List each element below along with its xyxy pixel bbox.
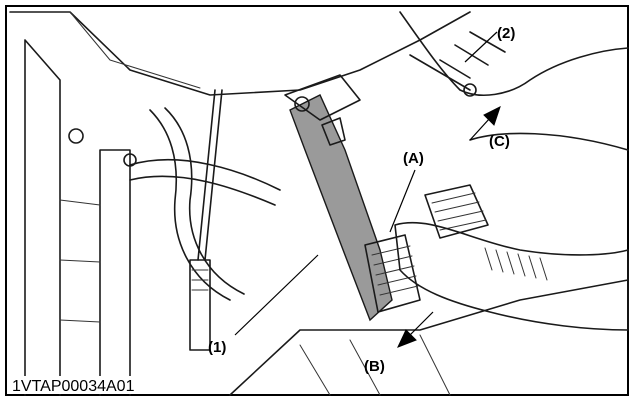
pedal-pad-right bbox=[424, 184, 489, 239]
pedal-pad-left bbox=[364, 234, 421, 313]
arrow-c-shaft bbox=[469, 117, 491, 141]
operator-shoe bbox=[394, 221, 629, 331]
callout-c: (C) bbox=[489, 133, 510, 150]
callout-1: (1) bbox=[208, 339, 226, 356]
floor-mat bbox=[229, 279, 629, 396]
callout-2: (2) bbox=[497, 25, 515, 42]
figure-border bbox=[5, 5, 629, 396]
pivot-bolt bbox=[294, 96, 310, 112]
pedal-arm bbox=[289, 94, 393, 322]
arrow-b-shaft bbox=[409, 311, 434, 336]
callout-a: (A) bbox=[403, 150, 424, 167]
control-rod bbox=[197, 89, 216, 261]
pipe bbox=[129, 158, 281, 191]
callout-b: (B) bbox=[364, 358, 385, 375]
leader-2 bbox=[464, 31, 498, 63]
tool-lever bbox=[409, 54, 471, 91]
hose bbox=[149, 109, 231, 301]
bolt bbox=[123, 153, 137, 167]
pedal-mount-bracket bbox=[284, 74, 361, 121]
latch bbox=[321, 117, 346, 146]
leader-1 bbox=[234, 254, 319, 336]
arrow-b-head bbox=[397, 329, 417, 348]
hand bbox=[399, 11, 629, 96]
shoe-laces bbox=[484, 247, 548, 281]
bolt bbox=[68, 128, 84, 144]
figure-code-bg bbox=[8, 376, 168, 394]
leader-a bbox=[389, 169, 416, 233]
figure-code: 1VTAP00034A01 bbox=[12, 378, 135, 395]
dashboard-panel bbox=[9, 11, 471, 96]
arrow-c-head bbox=[483, 106, 501, 126]
left-frame bbox=[24, 39, 61, 396]
